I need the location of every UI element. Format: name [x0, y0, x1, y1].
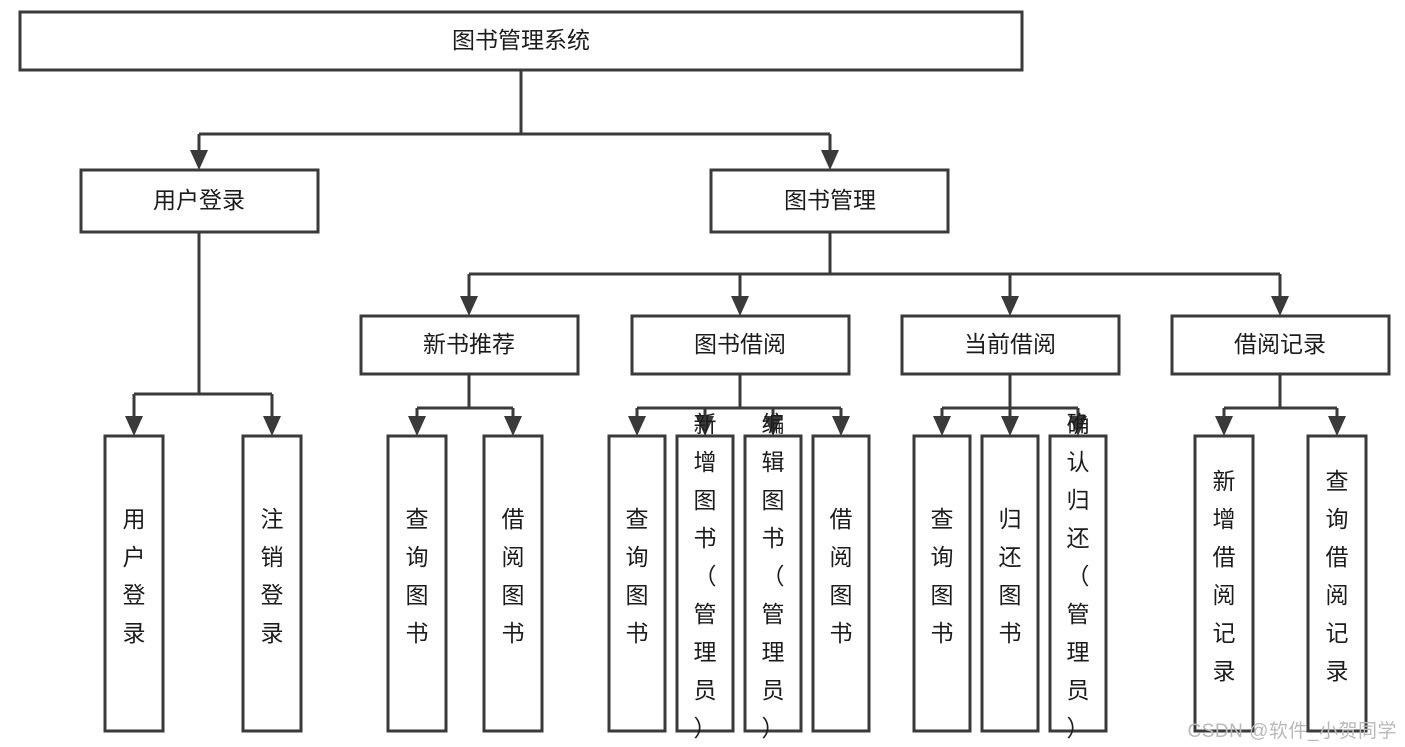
- leaf-node-7[interactable]: 编辑图书（管理员）: [743, 411, 803, 741]
- leaf-node-4-label: 借阅图书: [502, 506, 525, 646]
- leaf-node-5-box[interactable]: [607, 434, 667, 733]
- leaf-node-13-label: 查询借阅记录: [1326, 468, 1349, 684]
- leaf-node-1-box[interactable]: [103, 434, 165, 733]
- leaf-node-10-box[interactable]: [980, 434, 1040, 733]
- leaf-node-3[interactable]: 查询图书: [386, 434, 448, 733]
- connector-records-to-leaves: [1215, 374, 1346, 436]
- connector-login-to-leaves: [125, 232, 281, 436]
- node-bookmgmt-box[interactable]: [709, 168, 950, 234]
- connector-borrow-to-leaves: [628, 374, 850, 436]
- node-current-label: 当前借阅: [964, 331, 1056, 357]
- leaf-node-4[interactable]: 借阅图书: [482, 434, 544, 733]
- leaf-node-4-box[interactable]: [482, 434, 544, 733]
- node-records[interactable]: 借阅记录: [1170, 314, 1391, 376]
- leaf-node-13-box[interactable]: [1306, 434, 1368, 733]
- connector-newbook-to-leaves: [408, 374, 522, 436]
- leaf-node-12[interactable]: 新增借阅记录: [1193, 434, 1255, 733]
- leaf-node-1-label: 用户登录: [123, 506, 146, 646]
- leaf-node-8-label: 借阅图书: [830, 506, 853, 646]
- node-bookmgmt[interactable]: 图书管理: [709, 168, 950, 234]
- leaf-node-12-label: 新增借阅记录: [1213, 468, 1236, 684]
- node-borrow[interactable]: 图书借阅: [630, 314, 851, 376]
- leaf-node-11[interactable]: 确认归还（管理员）: [1048, 411, 1108, 741]
- csdn-watermark: CSDN @软件_小贺同学: [1187, 721, 1397, 742]
- leaf-node-6[interactable]: 新增图书（管理员）: [675, 411, 735, 741]
- node-root-label: 图书管理系统: [452, 27, 590, 53]
- node-root-box[interactable]: [18, 10, 1024, 72]
- node-root[interactable]: 图书管理系统: [18, 10, 1024, 72]
- leaf-node-1[interactable]: 用户登录: [103, 434, 165, 733]
- node-login-box[interactable]: [79, 168, 320, 234]
- node-newbook-box[interactable]: [359, 314, 580, 376]
- leaf-node-10[interactable]: 归还图书: [980, 434, 1040, 733]
- leaf-node-2-box[interactable]: [241, 434, 303, 733]
- leaf-node-9-label: 查询图书: [931, 506, 954, 646]
- node-borrow-box[interactable]: [630, 314, 851, 376]
- leaf-node-9[interactable]: 查询图书: [912, 434, 972, 733]
- leaf-node-3-box[interactable]: [386, 434, 448, 733]
- leaf-node-5[interactable]: 查询图书: [607, 434, 667, 733]
- node-current[interactable]: 当前借阅: [900, 314, 1121, 376]
- leaf-node-6-box[interactable]: [675, 434, 735, 733]
- connector-bookmgmt-to-level3: [460, 232, 1289, 316]
- leaf-node-9-box[interactable]: [912, 434, 972, 733]
- connector-current-to-leaves: [933, 374, 1087, 436]
- leaf-node-12-box[interactable]: [1193, 434, 1255, 733]
- leaf-node-8[interactable]: 借阅图书: [811, 434, 871, 733]
- leaf-node-6-label: 新增图书（管理员）: [694, 411, 717, 741]
- node-newbook-label: 新书推荐: [423, 331, 515, 357]
- node-records-box[interactable]: [1170, 314, 1391, 376]
- leaf-node-7-label: 编辑图书（管理员）: [762, 411, 785, 741]
- leaf-node-7-box[interactable]: [743, 434, 803, 733]
- node-records-label: 借阅记录: [1234, 331, 1326, 357]
- node-current-box[interactable]: [900, 314, 1121, 376]
- leaf-node-11-box[interactable]: [1048, 434, 1108, 733]
- leaf-node-8-box[interactable]: [811, 434, 871, 733]
- leaf-node-3-label: 查询图书: [406, 506, 429, 646]
- node-bookmgmt-label: 图书管理: [784, 187, 876, 213]
- node-borrow-label: 图书借阅: [694, 331, 786, 357]
- leaf-node-11-label: 确认归还（管理员）: [1067, 411, 1090, 741]
- leaf-node-13[interactable]: 查询借阅记录: [1306, 434, 1368, 733]
- leaf-node-10-label: 归还图书: [999, 506, 1022, 646]
- node-login[interactable]: 用户登录: [79, 168, 320, 234]
- leaf-node-2[interactable]: 注销登录: [241, 434, 303, 733]
- connector-root-to-level2: [190, 70, 839, 170]
- node-login-label: 用户登录: [153, 187, 245, 213]
- leaf-node-5-label: 查询图书: [626, 506, 649, 646]
- node-newbook[interactable]: 新书推荐: [359, 314, 580, 376]
- leaf-node-2-label: 注销登录: [261, 506, 284, 646]
